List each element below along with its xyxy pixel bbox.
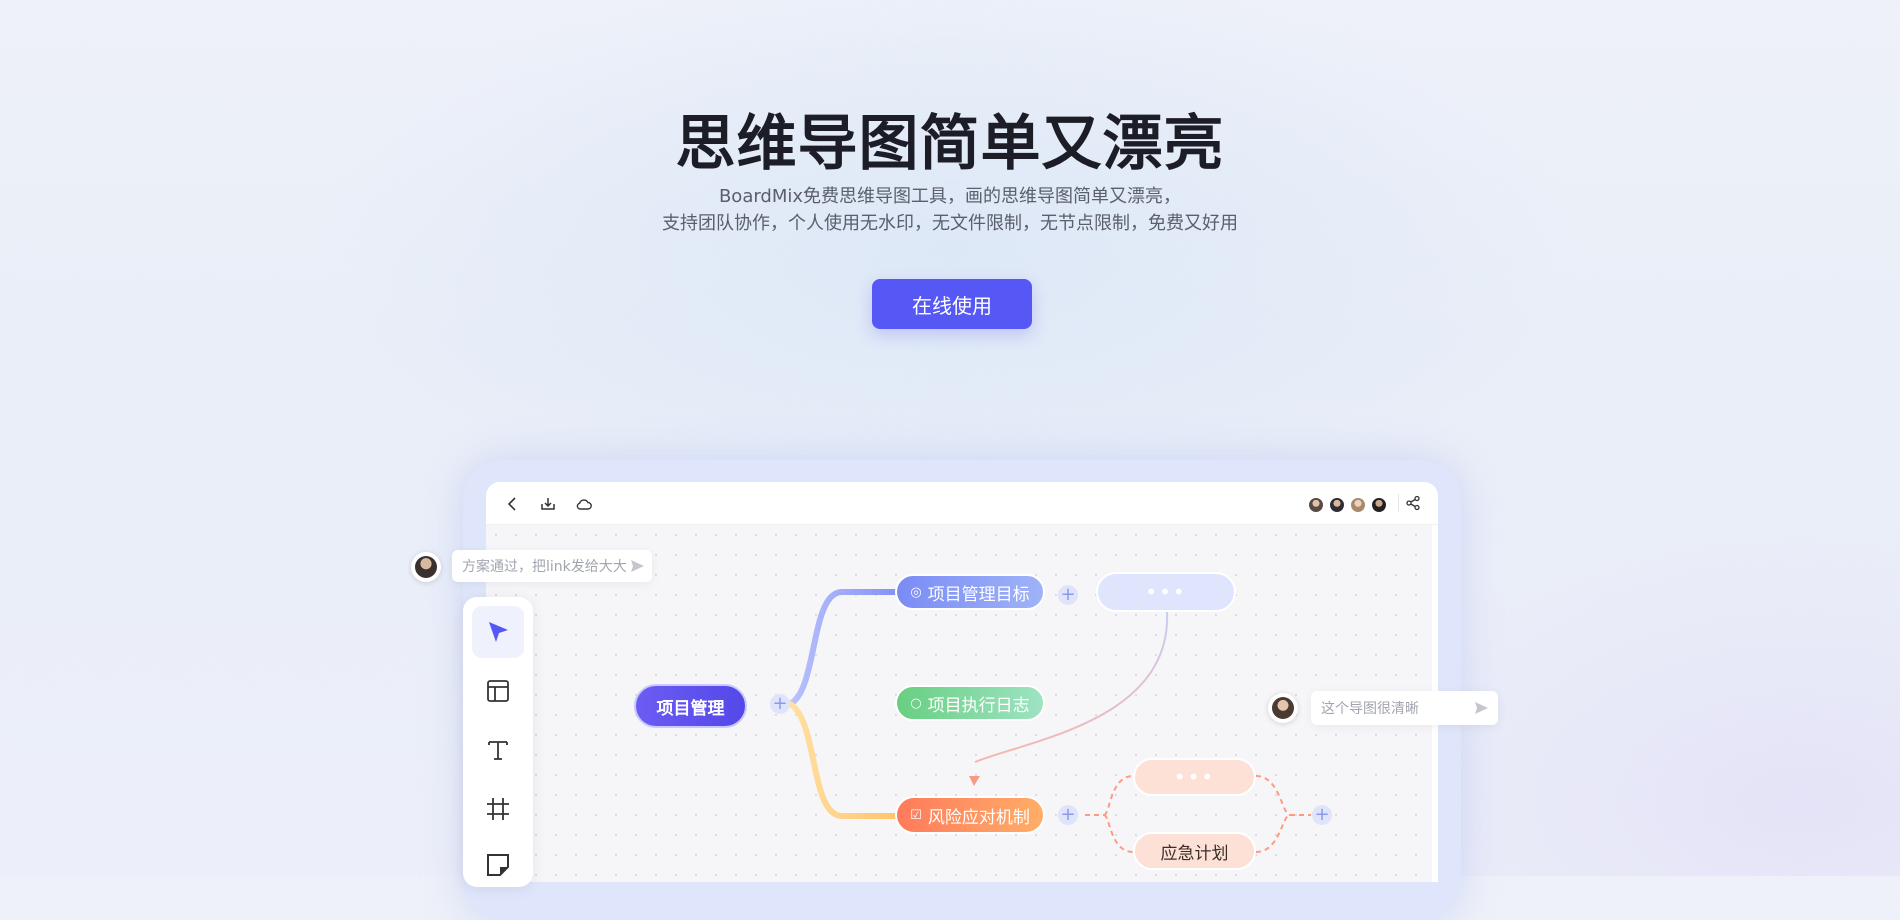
mindmap-node-risk[interactable]: ☑ 风险应对机制 <box>895 796 1045 834</box>
comment-bubble-left[interactable]: 方案通过，把link发给大大 <box>452 550 652 582</box>
placeholder-dots: ••• <box>1173 765 1216 789</box>
sticky-note-icon <box>487 854 509 876</box>
node-contingency-label: 应急计划 <box>1160 843 1229 864</box>
cloud-icon[interactable] <box>575 495 593 513</box>
edit-icon: ☑ <box>910 807 922 823</box>
add-node-button[interactable]: + <box>1058 805 1078 825</box>
target-icon: ◎ <box>910 584 922 600</box>
avatar[interactable] <box>1328 496 1346 514</box>
comment-left-text: 方案通过，把link发给大大 <box>462 559 627 575</box>
commenter-avatar[interactable] <box>411 552 441 582</box>
mindmap-node-placeholder[interactable]: ••• <box>1096 572 1236 612</box>
avatar[interactable] <box>1349 496 1367 514</box>
text-icon <box>488 741 508 760</box>
send-icon[interactable] <box>631 560 644 572</box>
commenter-avatar[interactable] <box>1268 693 1298 723</box>
text-tool[interactable] <box>472 724 524 776</box>
frame-icon <box>487 798 509 820</box>
back-icon[interactable] <box>504 495 522 513</box>
select-tool[interactable] <box>472 606 524 658</box>
use-online-button[interactable]: 在线使用 <box>872 279 1032 329</box>
node-log-label: 项目执行日志 <box>927 695 1030 716</box>
frame-tool[interactable] <box>472 783 524 835</box>
root-node-label: 项目管理 <box>656 698 725 719</box>
tool-palette <box>463 597 533 887</box>
mindmap-node-risk-placeholder[interactable]: ••• <box>1133 758 1256 796</box>
app-screen <box>486 482 1438 882</box>
subtitle-line-2: 支持团队协作，个人使用无水印，无文件限制，无节点限制，免费又好用 <box>662 213 1238 234</box>
add-node-button[interactable]: + <box>1312 805 1332 825</box>
add-node-button[interactable]: + <box>1058 585 1078 605</box>
add-branch-button[interactable]: + <box>770 694 790 714</box>
download-icon[interactable] <box>539 495 557 513</box>
sticky-note-tool[interactable] <box>472 839 524 891</box>
topbar-divider <box>1398 494 1399 512</box>
mindmap-node-goal[interactable]: ◎ 项目管理目标 <box>895 574 1045 610</box>
share-icon[interactable] <box>1405 495 1421 511</box>
placeholder-dots: ••• <box>1145 580 1187 604</box>
subtitle-line-1: BoardMix免费思维导图工具，画的思维导图简单又漂亮， <box>718 186 1182 207</box>
log-icon: ○ <box>910 695 922 711</box>
node-risk-label: 风险应对机制 <box>927 807 1030 828</box>
mindmap-root-node[interactable]: 项目管理 <box>634 684 747 728</box>
template-icon <box>487 680 509 702</box>
avatar[interactable] <box>1307 496 1325 514</box>
page-subtitle: BoardMix免费思维导图工具，画的思维导图简单又漂亮， 支持团队协作，个人使… <box>0 183 1900 237</box>
comment-right-text: 这个导图很清晰 <box>1321 701 1419 717</box>
select-cursor-icon <box>489 622 508 642</box>
mindmap-node-contingency[interactable]: 应急计划 <box>1133 832 1256 870</box>
template-tool[interactable] <box>472 665 524 717</box>
app-topbar <box>486 482 1438 525</box>
mindmap-node-log[interactable]: ○ 项目执行日志 <box>895 685 1045 721</box>
node-goal-label: 项目管理目标 <box>927 584 1030 605</box>
comment-bubble-right[interactable]: 这个导图很清晰 <box>1311 691 1498 725</box>
avatar[interactable] <box>1370 496 1388 514</box>
send-icon[interactable] <box>1475 702 1488 714</box>
page-title: 思维导图简单又漂亮 <box>675 109 1225 179</box>
